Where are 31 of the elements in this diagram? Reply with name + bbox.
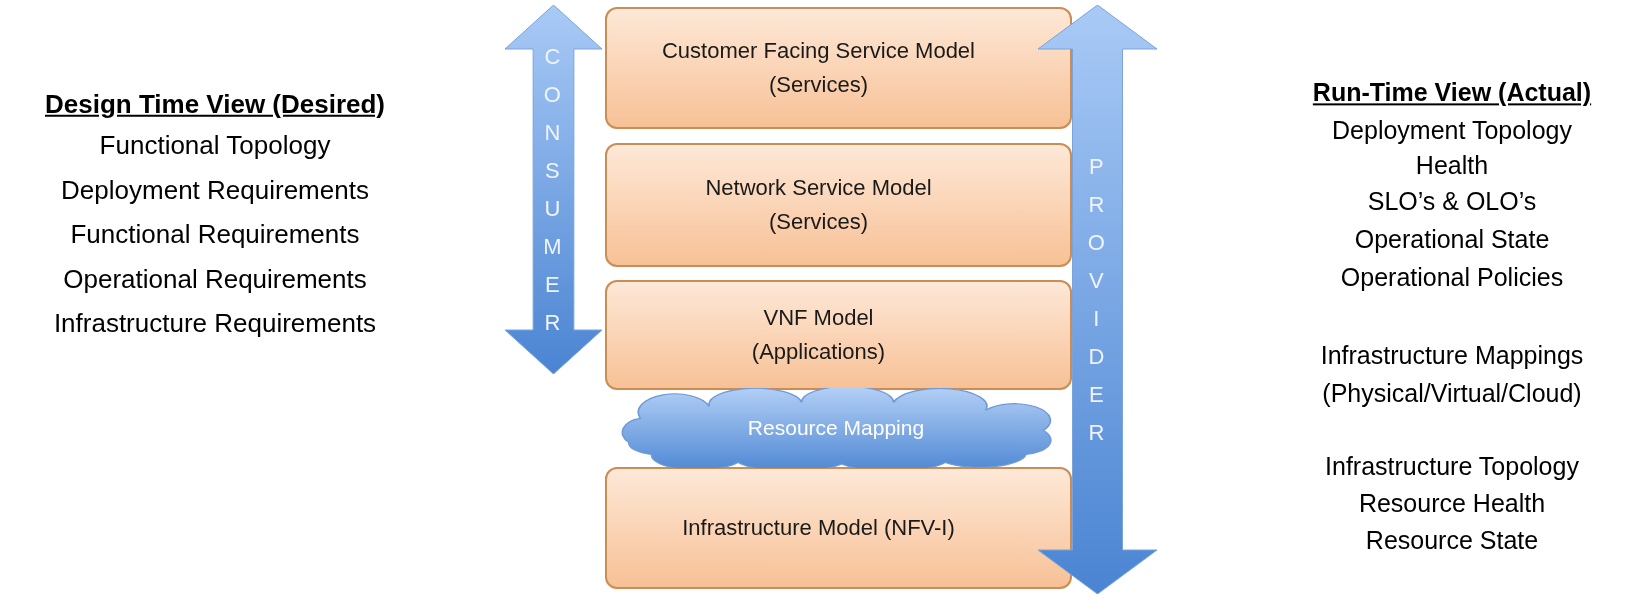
model-box xyxy=(605,7,1072,129)
vertical-arrow-label: CONSUMER xyxy=(542,42,565,337)
view-item: Functional Requirements xyxy=(70,217,360,251)
view-heading: Design Time View (Desired) xyxy=(45,87,385,121)
box-label: (Services) xyxy=(769,71,868,99)
view-item: Resource State xyxy=(1365,525,1539,557)
model-box xyxy=(605,467,1072,589)
box-label: Network Service Model xyxy=(705,174,932,202)
view-item: Functional Topology xyxy=(99,128,331,162)
view-item: Infrastructure Requirements xyxy=(53,306,377,340)
view-item: SLO’s & OLO’s xyxy=(1367,186,1537,218)
view-item: Deployment Requirements xyxy=(61,173,369,207)
model-box xyxy=(605,143,1072,267)
model-box xyxy=(605,280,1072,390)
view-item: Operational Requirements xyxy=(63,262,367,296)
view-item: Health xyxy=(1415,150,1489,182)
view-item: Deployment Topology xyxy=(1332,115,1572,147)
vertical-arrow-label: PROVIDER xyxy=(1086,152,1109,447)
view-item: Infrastructure Topology xyxy=(1325,451,1579,483)
box-label: Infrastructure Model (NFV-I) xyxy=(682,514,955,542)
view-item: Resource Health xyxy=(1358,488,1546,520)
cloud-label: Resource Mapping xyxy=(747,415,925,442)
box-label: Customer Facing Service Model xyxy=(662,37,975,65)
box-label: (Applications) xyxy=(751,338,886,366)
view-heading: Run-Time View (Actual) xyxy=(1312,77,1592,109)
view-item: (Physical/Virtual/Cloud) xyxy=(1322,378,1582,410)
box-label: VNF Model xyxy=(763,304,874,332)
view-item: Operational Policies xyxy=(1340,262,1564,294)
view-item: Infrastructure Mappings xyxy=(1320,340,1584,372)
box-label: (Services) xyxy=(769,208,868,236)
view-item: Operational State xyxy=(1354,224,1550,256)
